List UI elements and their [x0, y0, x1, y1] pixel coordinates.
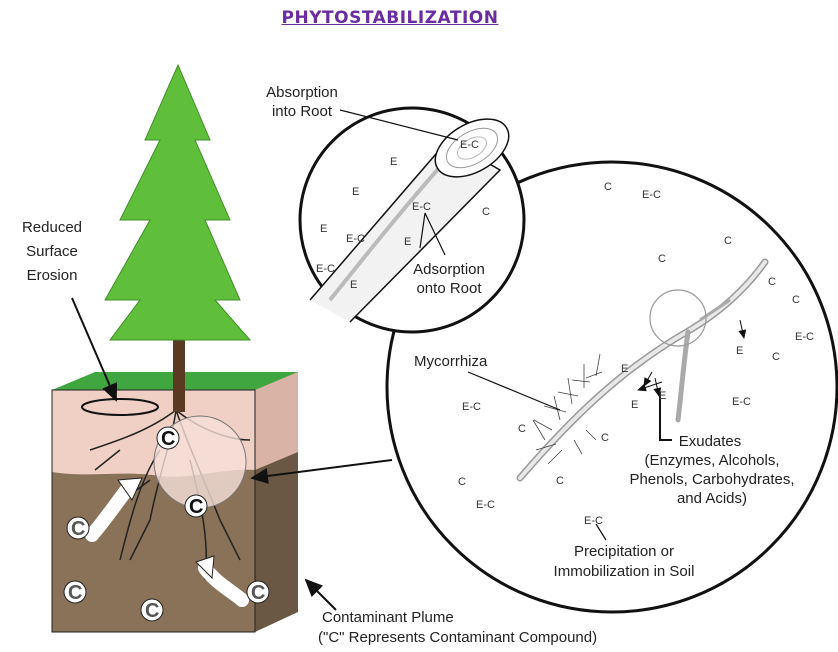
soil-c-2: C: [68, 582, 82, 604]
e-large-1: E: [736, 345, 743, 357]
mycorrhiza-label: Mycorrhiza: [414, 353, 488, 370]
exudates-label-line2: (Enzymes, Alcohols,: [644, 452, 779, 469]
ec-large-6: E-C: [584, 515, 603, 527]
ec-large-5: E-C: [476, 499, 495, 511]
ec-large-3: E-C: [462, 401, 481, 413]
c-large-4: C: [768, 276, 776, 288]
c-large-2: C: [724, 235, 732, 247]
c-small-1: C: [482, 206, 490, 218]
reduced-erosion-line2: Surface: [26, 243, 78, 260]
precipitation-label-line1: Precipitation or: [574, 543, 674, 560]
precipitation-label-line2: Immobilization in Soil: [554, 563, 695, 580]
c-large-3: C: [658, 253, 666, 265]
soil-c-1: C: [71, 518, 85, 540]
soil-c-4: C: [251, 582, 265, 604]
exudates-label-line3: Phenols, Carbohydrates,: [629, 471, 794, 488]
e-small-4: E: [404, 236, 411, 248]
e-small-3: E: [320, 223, 327, 235]
c-large-6: C: [772, 351, 780, 363]
c-large-5: C: [792, 294, 800, 306]
e-small-1: E: [390, 156, 397, 168]
adsorption-label-line2: onto Root: [416, 280, 482, 297]
c-large-7: C: [518, 423, 526, 435]
e-small-2: E: [352, 186, 359, 198]
c-large-1: C: [604, 181, 612, 193]
plume-label-line1: Contaminant Plume: [322, 609, 454, 626]
exudates-label-line1: Exudates: [679, 433, 742, 450]
absorption-label-line1: Absorption: [266, 84, 338, 101]
e-small-5: E: [350, 279, 357, 291]
c-large-8: C: [601, 432, 609, 444]
reduced-erosion-line1: Reduced: [22, 219, 82, 236]
e-large-2: E: [621, 363, 628, 375]
soil-c-6: C: [189, 496, 203, 518]
ec-large-2: E-C: [795, 331, 814, 343]
absorption-label-line2: into Root: [272, 103, 333, 120]
soil-c-3: C: [145, 600, 159, 622]
soil-c-5: C: [161, 428, 175, 450]
ec-small-3: E-C: [316, 263, 335, 275]
c-large-9: C: [458, 476, 466, 488]
plume-label-line2: ("C" Represents Contaminant Compound): [318, 629, 597, 646]
ec-small-2: E-C: [346, 233, 365, 245]
tree: [105, 65, 250, 412]
ec-small-1: E-C: [412, 201, 431, 213]
c-large-10: C: [556, 475, 564, 487]
adsorption-label-line1: Adsorption: [413, 261, 485, 278]
e-large-3: E: [659, 390, 666, 402]
ec-large-1: E-C: [642, 189, 661, 201]
e-large-4: E: [631, 399, 638, 411]
exudates-label-line4: and Acids): [677, 490, 747, 507]
ec-root-core: E-C: [460, 139, 479, 151]
ec-large-4: E-C: [732, 396, 751, 408]
reduced-erosion-line3: Erosion: [27, 267, 78, 284]
